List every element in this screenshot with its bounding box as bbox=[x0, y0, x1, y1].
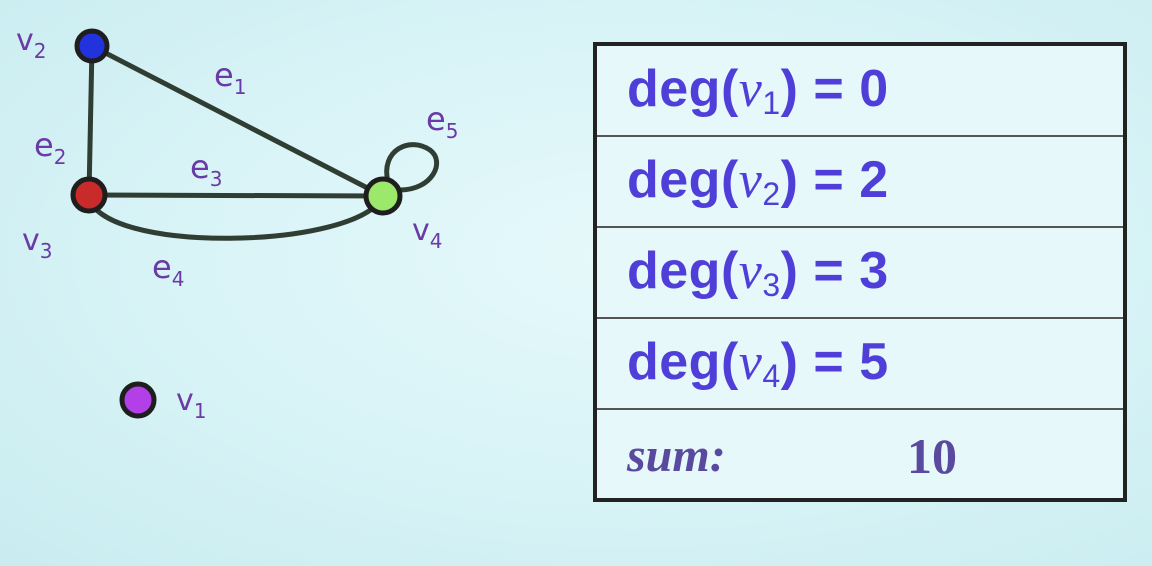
degree-value: 0 bbox=[859, 60, 889, 118]
degree-formula: deg(v4) = 5 bbox=[627, 333, 889, 394]
edge-label-e5: e5 bbox=[426, 100, 458, 143]
vertex-v1 bbox=[119, 381, 157, 419]
edge-e5 bbox=[384, 142, 440, 193]
degree-formula: deg(v3) = 3 bbox=[627, 242, 889, 303]
degree-formula: deg(v2) = 2 bbox=[627, 151, 889, 212]
edge-label-e3: e3 bbox=[190, 148, 222, 191]
graph-diagram: v2 v3 v4 v1 e1 e2 e3 e4 e5 bbox=[16, 23, 458, 423]
degree-formula: deg(v1) = 0 bbox=[627, 60, 889, 121]
degree-value: 3 bbox=[859, 242, 889, 300]
degree-value: 2 bbox=[859, 151, 889, 209]
degree-row: deg(v1) = 0 bbox=[597, 46, 1123, 137]
edge-e4 bbox=[86, 194, 386, 241]
vertex-label-v2: v2 bbox=[16, 23, 47, 63]
degree-value: 5 bbox=[859, 333, 889, 391]
edge-e2 bbox=[86, 45, 95, 196]
sum-row: sum: 10 bbox=[597, 410, 1123, 501]
edge-e1 bbox=[90, 43, 385, 199]
sum-value: 10 bbox=[907, 427, 957, 484]
vertex-label-v4: v4 bbox=[412, 213, 443, 253]
vertex-label-v1: v1 bbox=[176, 383, 207, 423]
edge-label-e2: e2 bbox=[34, 126, 66, 169]
degree-row: deg(v3) = 3 bbox=[597, 228, 1123, 319]
edge-label-e4: e4 bbox=[152, 248, 184, 291]
edge-label-e1: e1 bbox=[214, 56, 246, 99]
vertex-label-v3: v3 bbox=[22, 223, 53, 263]
vertex-v3 bbox=[70, 176, 108, 214]
degree-table: deg(v1) = 0 deg(v2) = 2 deg(v3) = 3 deg(… bbox=[593, 42, 1127, 502]
degree-row: deg(v2) = 2 bbox=[597, 137, 1123, 228]
degree-row: deg(v4) = 5 bbox=[597, 319, 1123, 410]
edge-e3 bbox=[88, 192, 384, 199]
vertex-v4 bbox=[363, 176, 403, 216]
vertex-v2 bbox=[74, 28, 110, 64]
sum-label: sum: bbox=[627, 429, 726, 482]
